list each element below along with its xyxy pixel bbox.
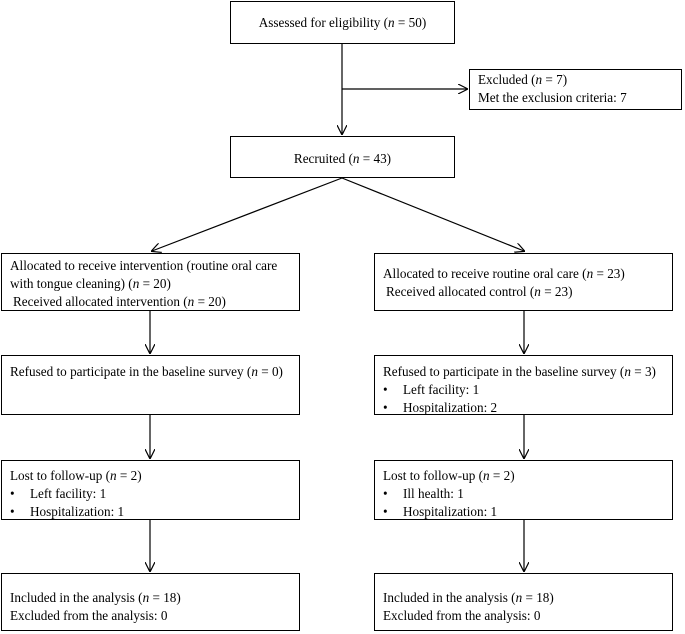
left-alloc-line3: Received allocated intervention (n = 20) — [10, 293, 299, 311]
right-alloc-line2: Received allocated control (n = 23) — [383, 283, 672, 301]
excluded-reason: Met the exclusion criteria: 7 — [478, 90, 627, 105]
bullet-icon: • — [383, 486, 388, 501]
right-included-box: Included in the analysis (n = 18) Exclud… — [374, 573, 673, 631]
excluded-title: Excluded (n = 7) — [478, 71, 681, 89]
right-excluded-analysis: Excluded from the analysis: 0 — [383, 608, 541, 623]
assessed-n: n — [388, 15, 395, 30]
left-lost-n: n — [110, 468, 117, 483]
left-alloc-line2-n: n — [132, 276, 140, 291]
left-lost-text: Lost to follow-up ( — [10, 468, 110, 483]
left-included-title: Included in the analysis (n = 18) — [10, 589, 299, 607]
excluded-count: = 7) — [542, 72, 568, 87]
assessed-box: Assessed for eligibility (n = 50) — [230, 1, 455, 44]
assessed-text: Assessed for eligibility ( — [258, 15, 389, 30]
arrow-recruited-to-right — [341, 177, 524, 251]
bullet-icon: • — [383, 382, 388, 397]
right-alloc-line2-text: Received allocated control ( — [386, 284, 535, 299]
right-refused-box: Refused to participate in the baseline s… — [374, 355, 673, 415]
right-refused-text: Refused to participate in the baseline s… — [383, 364, 625, 379]
right-allocation-box: Allocated to receive routine oral care (… — [374, 253, 673, 311]
left-included-n: n — [142, 590, 150, 605]
recruited-label: Recruited (n = 43) — [231, 150, 454, 168]
right-alloc-line1-text: Allocated to receive routine oral care ( — [383, 266, 587, 281]
left-alloc-line2: with tongue cleaning) (n = 20) — [10, 275, 299, 293]
assessed-count: = 50) — [394, 15, 427, 30]
left-allocation-box: Allocated to receive intervention (routi… — [1, 253, 300, 311]
right-lost-bullet-2: • Hospitalization: 1 — [383, 503, 672, 521]
left-included-text: Included in the analysis ( — [10, 590, 143, 605]
left-refused-n: n — [251, 364, 258, 379]
recruited-text: Recruited ( — [293, 151, 353, 166]
right-lost-bullet-1: • Ill health: 1 — [383, 485, 672, 503]
left-lost-count: = 2) — [116, 468, 142, 483]
left-alloc-line2-count: = 20) — [139, 276, 171, 291]
left-lost-box: Lost to follow-up (n = 2) • Left facility… — [1, 460, 300, 520]
right-lost-count: = 2) — [489, 468, 515, 483]
right-lost-n: n — [483, 468, 490, 483]
recruited-count: = 43) — [359, 151, 392, 166]
bullet-icon: • — [10, 486, 15, 501]
right-alloc-line1-count: = 23) — [593, 266, 625, 281]
right-alloc-line2-count: = 23) — [540, 284, 573, 299]
right-alloc-line1: Allocated to receive routine oral care (… — [383, 265, 672, 283]
left-refused-title: Refused to participate in the baseline s… — [10, 363, 299, 381]
right-lost-text: Lost to follow-up ( — [383, 468, 483, 483]
right-alloc-line2-n: n — [534, 284, 541, 299]
left-lost-title: Lost to follow-up (n = 2) — [10, 467, 299, 485]
left-refused-count: = 0) — [257, 364, 283, 379]
bullet-icon: • — [383, 504, 388, 519]
bullet-icon: • — [383, 400, 388, 415]
right-refused-title: Refused to participate in the baseline s… — [383, 363, 672, 381]
right-lost-title: Lost to follow-up (n = 2) — [383, 467, 672, 485]
right-lost-bullet-2-text: Hospitalization: 1 — [403, 504, 498, 519]
excluded-box: Excluded (n = 7) Met the exclusion crite… — [469, 69, 682, 110]
left-alloc-line3-text: Received allocated intervention ( — [13, 294, 188, 309]
left-alloc-line3-count: = 20) — [194, 294, 226, 309]
left-included-box: Included in the analysis (n = 18) Exclud… — [1, 573, 300, 631]
recruited-box: Recruited (n = 43) — [230, 136, 455, 178]
left-excluded-analysis: Excluded from the analysis: 0 — [10, 608, 168, 623]
left-refused-text: Refused to participate in the baseline s… — [10, 364, 252, 379]
left-included-count: = 18) — [149, 590, 181, 605]
right-included-count: = 18) — [522, 590, 554, 605]
right-refused-count: = 3) — [630, 364, 656, 379]
left-alloc-line3-n: n — [187, 294, 195, 309]
left-alloc-line1: Allocated to receive intervention (routi… — [10, 258, 278, 273]
left-refused-box: Refused to participate in the baseline s… — [1, 355, 300, 415]
right-refused-n: n — [624, 364, 631, 379]
right-included-title: Included in the analysis (n = 18) — [383, 589, 672, 607]
excluded-n: n — [535, 72, 543, 87]
left-alloc-line2-text: with tongue cleaning) ( — [10, 276, 133, 291]
bullet-icon: • — [10, 504, 15, 519]
left-lost-bullet-1-text: Left facility: 1 — [30, 486, 107, 501]
right-alloc-line1-n: n — [586, 266, 594, 281]
right-refused-bullet-2-text: Hospitalization: 2 — [403, 400, 498, 415]
right-refused-bullet-1-text: Left facility: 1 — [403, 382, 480, 397]
right-lost-bullet-1-text: Ill health: 1 — [403, 486, 464, 501]
recruited-n: n — [352, 151, 360, 166]
right-refused-bullet-2: • Hospitalization: 2 — [383, 399, 672, 417]
assessed-label: Assessed for eligibility (n = 50) — [231, 14, 454, 32]
right-included-n: n — [515, 590, 523, 605]
arrow-recruited-to-left — [152, 177, 343, 251]
left-lost-bullet-2-text: Hospitalization: 1 — [30, 504, 125, 519]
right-lost-box: Lost to follow-up (n = 2) • Ill health: 1… — [374, 460, 673, 520]
right-refused-bullet-1: • Left facility: 1 — [383, 381, 672, 399]
left-lost-bullet-2: • Hospitalization: 1 — [10, 503, 299, 521]
excluded-text: Excluded ( — [478, 72, 536, 87]
right-included-text: Included in the analysis ( — [383, 590, 516, 605]
left-lost-bullet-1: • Left facility: 1 — [10, 485, 299, 503]
